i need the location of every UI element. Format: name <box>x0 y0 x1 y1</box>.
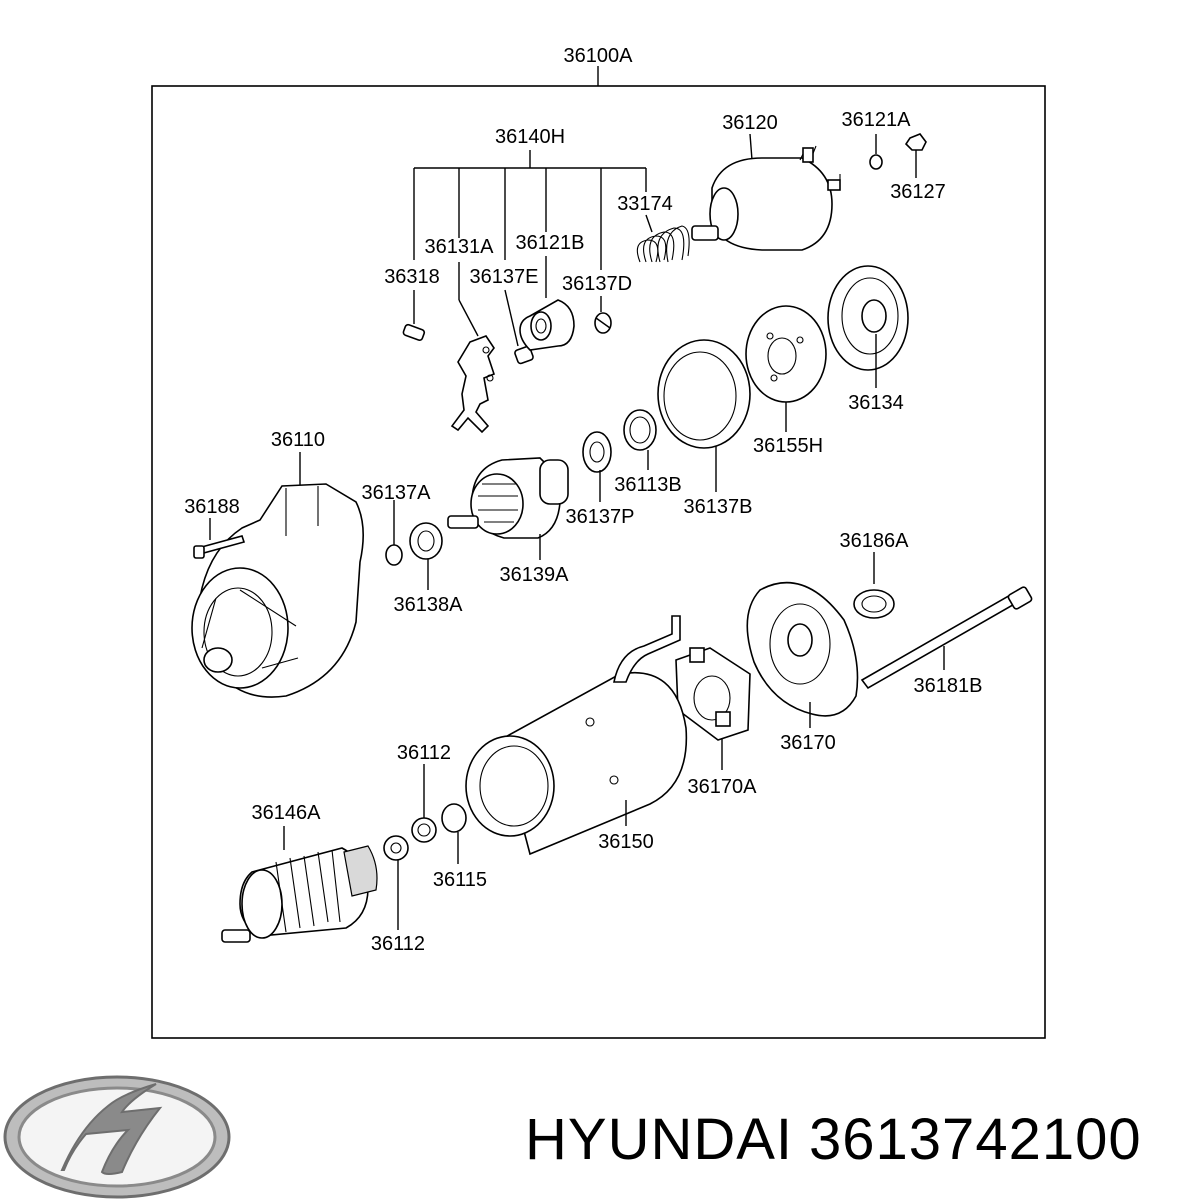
callout-36137E: 36137E <box>470 266 539 288</box>
callout-36121B: 36121B <box>516 232 585 254</box>
part-36188-bolt <box>193 518 246 559</box>
part-36137D <box>594 296 612 334</box>
callout-36137B: 36137B <box>684 496 753 518</box>
part-36181B-through-bolt <box>860 586 1033 690</box>
callout-36181B: 36181B <box>914 675 983 697</box>
part-36137E <box>504 289 534 365</box>
part-36186A-bushing <box>853 552 895 619</box>
callout-36137P: 36137P <box>566 506 635 528</box>
part-36137B-ring <box>657 339 751 492</box>
callout-36131A: 36131A <box>425 236 495 258</box>
part-36112-upper <box>411 764 437 843</box>
callout-36138A: 36138A <box>394 594 464 616</box>
callout-36146A: 36146A <box>252 802 322 824</box>
part-36318 <box>402 290 426 342</box>
part-36131A-lever <box>450 262 495 434</box>
callout-36170A: 36170A <box>688 776 758 798</box>
callout-36139A: 36139A <box>500 564 570 586</box>
part-36115 <box>441 803 467 864</box>
part-36138A <box>409 522 443 590</box>
callout-36120: 36120 <box>722 112 778 134</box>
part-36137A <box>385 500 403 566</box>
hyundai-logo <box>3 1075 231 1199</box>
part-36121B-bushing <box>519 256 575 351</box>
callout-36140H: 36140H <box>413 126 647 270</box>
callout-36188: 36188 <box>184 496 240 518</box>
callout-36186A: 36186A <box>840 530 910 552</box>
callout-36137D: 36137D <box>562 273 632 295</box>
part-36139A-pinion <box>447 457 569 560</box>
part-36137P <box>582 431 612 502</box>
callout-36137A: 36137A <box>362 482 432 504</box>
brand-name: HYUNDAI <box>525 1107 794 1172</box>
callout-36112-lower: 36112 <box>371 933 425 955</box>
part-36112-lower <box>383 835 409 930</box>
part-36134-plate <box>827 265 909 388</box>
callout-36112-upper: 36112 <box>397 742 451 764</box>
part-36170-rear-cover <box>746 581 859 728</box>
svg-text:36140H: 36140H <box>495 126 565 148</box>
part-36150-yoke <box>465 615 688 856</box>
callout-36113B: 36113B <box>614 474 681 496</box>
part-36146A-armature <box>221 826 378 943</box>
part-36127 <box>904 133 927 178</box>
part-36120-solenoid <box>691 133 841 251</box>
callout-36134: 36134 <box>848 392 904 414</box>
callout-36170: 36170 <box>780 732 836 754</box>
callout-36115: 36115 <box>433 869 487 891</box>
part-33174-spring <box>636 214 690 263</box>
callout-36150: 36150 <box>598 831 654 853</box>
callout-36318: 36318 <box>384 266 440 288</box>
callout-36121A: 36121A <box>842 109 912 131</box>
callout-33174: 33174 <box>617 193 673 215</box>
part-36110-front-housing <box>191 452 364 698</box>
part-36113B <box>623 409 657 470</box>
callout-36127: 36127 <box>890 181 946 203</box>
assembly-number-label: 36100A <box>564 45 634 67</box>
part-number: 3613742100 <box>809 1107 1142 1172</box>
part-36155H-lever-housing <box>745 305 827 432</box>
callout-36155H: 36155H <box>753 435 823 457</box>
part-36170A-brush-holder <box>675 647 751 770</box>
callout-36110: 36110 <box>271 429 325 451</box>
part-36121A <box>869 134 883 170</box>
